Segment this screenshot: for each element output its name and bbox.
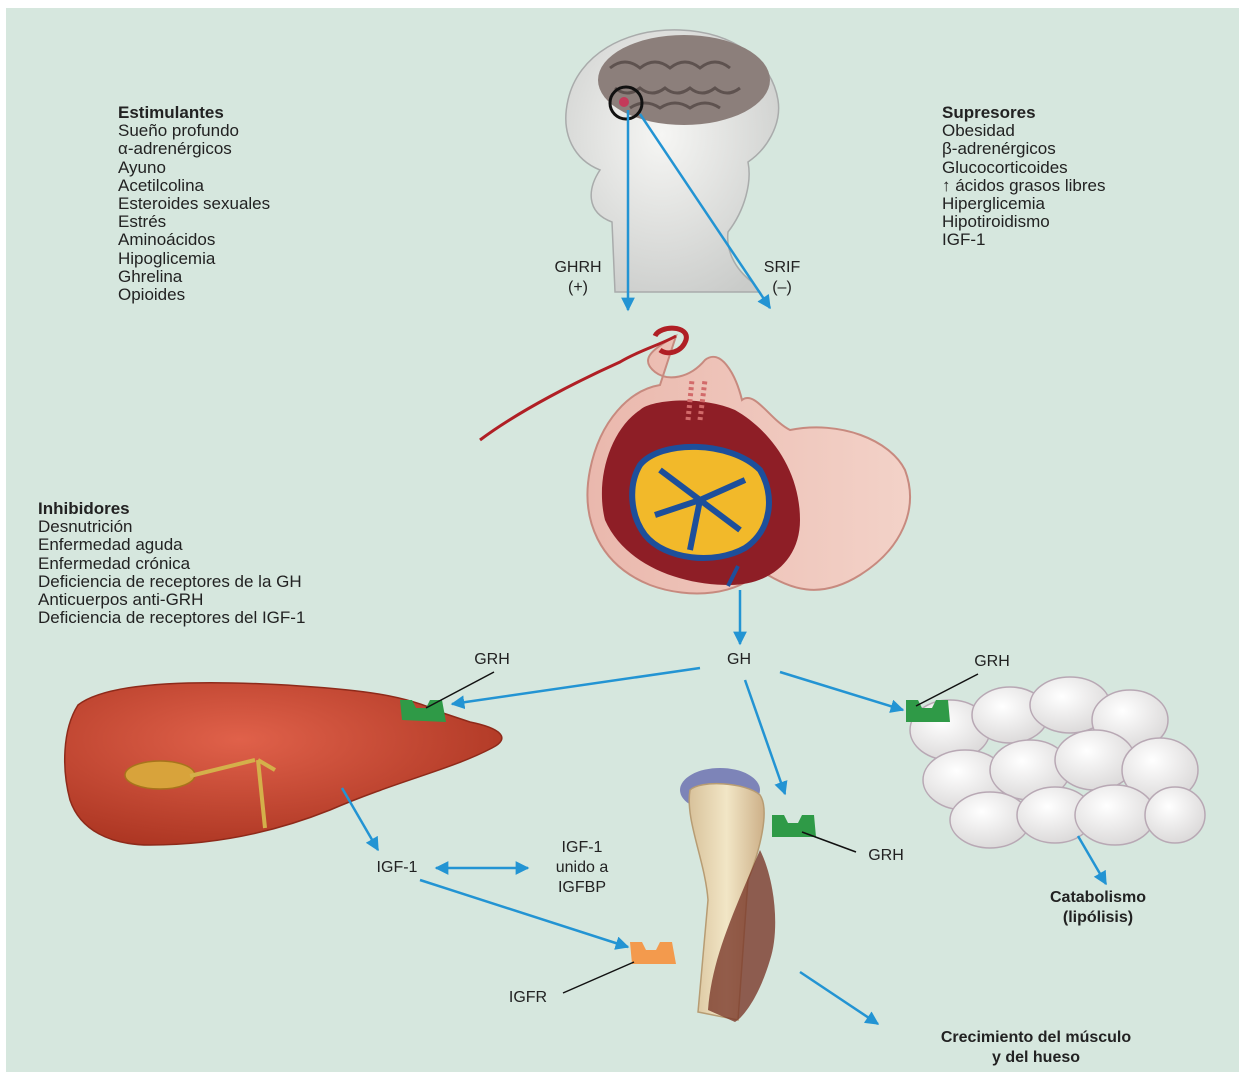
srif-text: SRIF (752, 258, 812, 278)
list-item: ↑ ácidos grasos libres (942, 177, 1105, 195)
igf1-bound-line-1: IGF-1 (536, 838, 628, 858)
list-item: Glucocorticoides (942, 159, 1105, 177)
srif-sign: (–) (752, 278, 812, 298)
list-item: Anticuerpos anti-GRH (38, 591, 305, 609)
adipose-tissue-illustration (910, 677, 1205, 848)
list-item: Sueño profundo (118, 122, 270, 140)
list-item: Esteroides sexuales (118, 195, 270, 213)
list-item: Hipoglicemia (118, 250, 270, 268)
list-item: α-adrenérgicos (118, 140, 270, 158)
igfr-receptor-icon (630, 942, 676, 964)
arrow-gh-fat (780, 672, 903, 710)
list-item: Enfermedad crónica (38, 555, 305, 573)
igfr-label: IGFR (498, 988, 558, 1008)
list-item: IGF-1 (942, 231, 1105, 249)
bone-muscle-illustration (680, 768, 775, 1022)
supresores-list: Obesidad β-adrenérgicos Glucocorticoides… (942, 122, 1105, 249)
ghrh-label: GHRH (+) (538, 258, 618, 298)
growth-label: Crecimiento del músculo y del hueso (880, 1028, 1192, 1068)
catabolism-label: Catabolismo (lipólisis) (1028, 888, 1168, 928)
igf1-bound-line-2: unido a (536, 858, 628, 878)
list-item: Obesidad (942, 122, 1105, 140)
list-item: Ayuno (118, 159, 270, 177)
supresores-block: Supresores Obesidad β-adrenérgicos Gluco… (942, 104, 1105, 250)
arrow-gh-liver (452, 668, 700, 704)
list-item: Acetilcolina (118, 177, 270, 195)
grh-fat-label: GRH (962, 652, 1022, 672)
estimulantes-list: Sueño profundo α-adrenérgicos Ayuno Acet… (118, 122, 270, 304)
arrow-bone-growth (800, 972, 878, 1024)
inhibidores-list: Desnutrición Enfermedad aguda Enfermedad… (38, 518, 305, 627)
grh-receptor-fat-icon (906, 700, 950, 722)
grh-receptor-bone-icon (772, 815, 816, 837)
inhibidores-block: Inhibidores Desnutrición Enfermedad agud… (38, 500, 305, 627)
growth-line-1: Crecimiento del músculo (880, 1028, 1192, 1048)
list-item: Hiperglicemia (942, 195, 1105, 213)
list-item: Deficiencia de receptores de la GH (38, 573, 305, 591)
list-item: Aminoácidos (118, 231, 270, 249)
catabolism-line-1: Catabolismo (1028, 888, 1168, 908)
grh-liver-label: GRH (462, 650, 522, 670)
list-item: β-adrenérgicos (942, 140, 1105, 158)
growth-line-2: y del hueso (880, 1048, 1192, 1068)
list-item: Hipotiroidismo (942, 213, 1105, 231)
list-item: Desnutrición (38, 518, 305, 536)
igf1-bound-label: IGF-1 unido a IGFBP (536, 838, 628, 898)
srif-label: SRIF (–) (752, 258, 812, 298)
list-item: Ghrelina (118, 268, 270, 286)
list-item: Enfermedad aguda (38, 536, 305, 554)
leader-igfr (563, 962, 634, 993)
list-item: Estrés (118, 213, 270, 231)
estimulantes-block: Estimulantes Sueño profundo α-adrenérgic… (118, 104, 270, 304)
gh-label: GH (716, 650, 762, 670)
ghrh-text: GHRH (538, 258, 618, 278)
grh-bone-label: GRH (856, 846, 916, 866)
list-item: Deficiencia de receptores del IGF-1 (38, 609, 305, 627)
inhibidores-title: Inhibidores (38, 500, 305, 518)
supresores-title: Supresores (942, 104, 1105, 122)
grh-receptor-liver-icon (400, 700, 446, 722)
catabolism-line-2: (lipólisis) (1028, 908, 1168, 928)
list-item: Opioides (118, 286, 270, 304)
pituitary-gland-illustration (480, 328, 910, 593)
estimulantes-title: Estimulantes (118, 104, 270, 122)
igf1-bound-line-3: IGFBP (536, 878, 628, 898)
igf1-label: IGF-1 (360, 858, 434, 878)
leader-grh-bone (802, 832, 856, 852)
ghrh-sign: (+) (538, 278, 618, 298)
